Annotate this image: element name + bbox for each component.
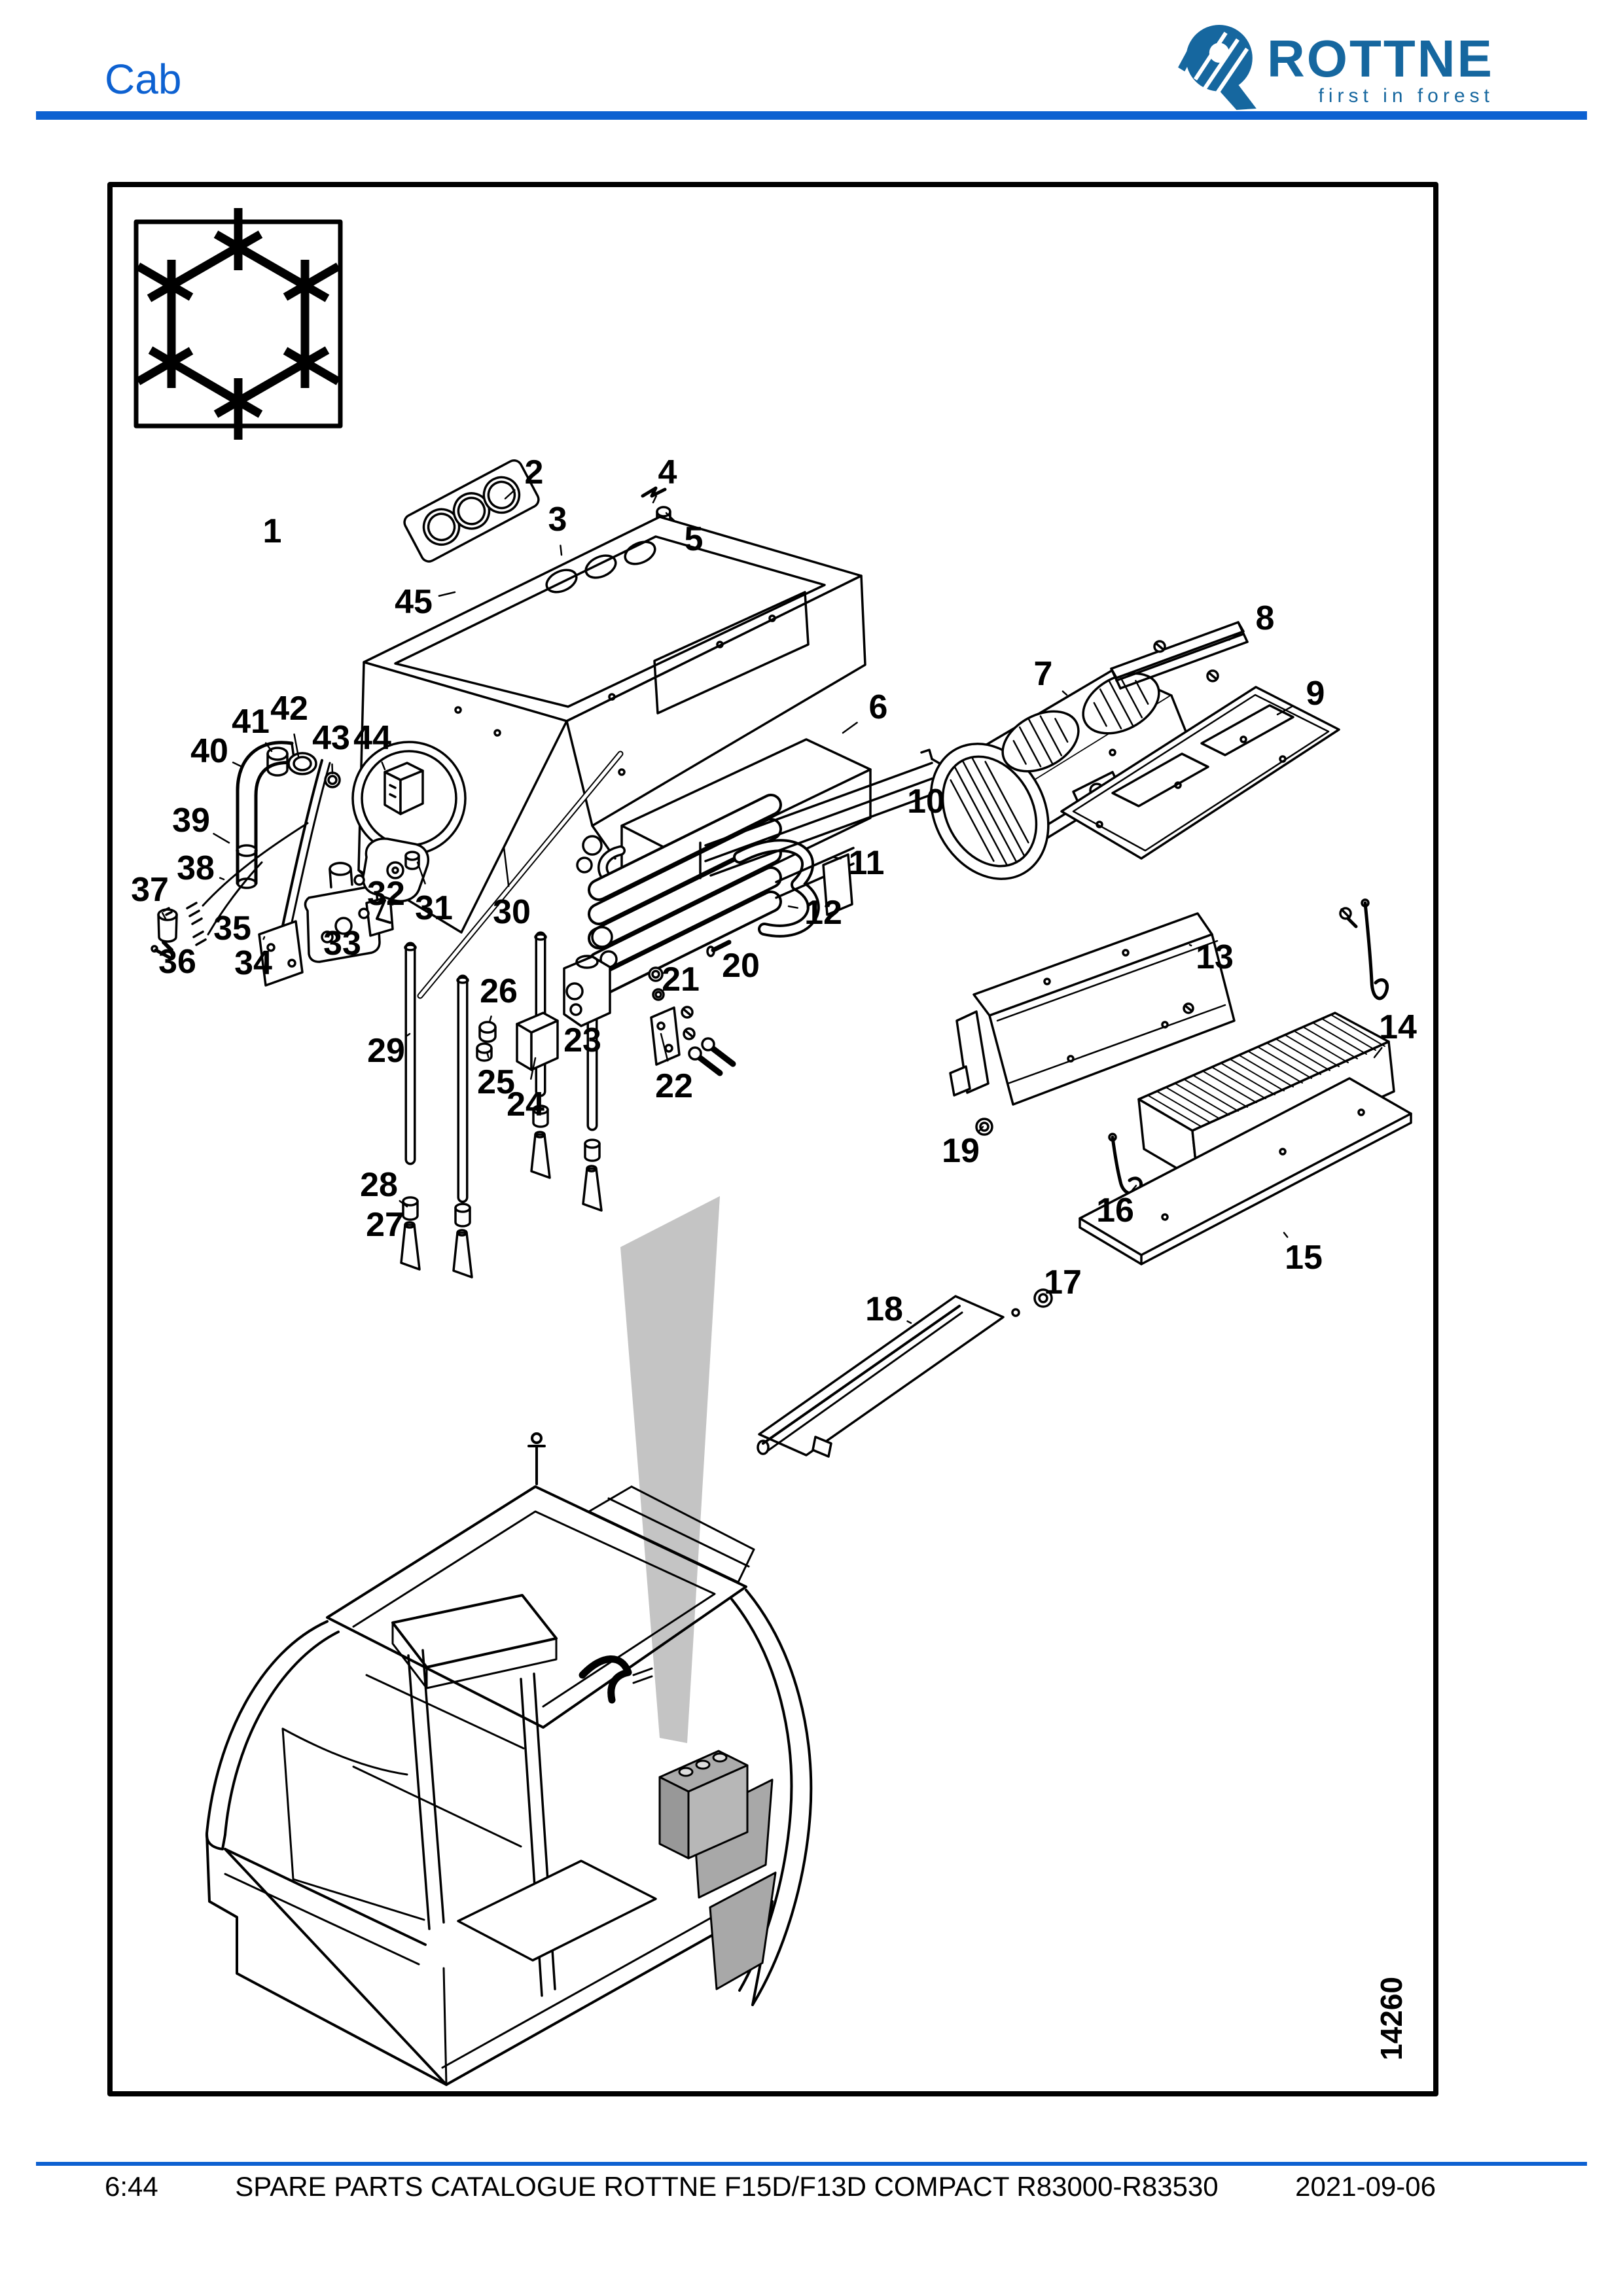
part-hose-cluster [151, 741, 429, 987]
part-rail-strip [1110, 621, 1249, 690]
footer-title: SPARE PARTS CATALOGUE ROTTNE F15D/F13D C… [235, 2171, 1219, 2202]
figure-border [107, 182, 1438, 2096]
header-rule [36, 111, 1587, 120]
part-floor-plate [757, 1295, 1005, 1458]
footer-date: 2021-09-06 [1295, 2171, 1436, 2202]
part-small-fasteners [648, 940, 736, 1076]
part-vent-gasket [403, 459, 540, 563]
part-side-panel [1079, 1077, 1412, 1265]
snowflake-icon [134, 208, 343, 440]
part-mounting-channel [699, 749, 942, 916]
callout-leader-lines [161, 489, 1383, 1324]
filter-pleats [1147, 1014, 1385, 1127]
part-cover-tray [1060, 686, 1340, 860]
figure-number: 14260 [1374, 1977, 1408, 2060]
part-expansion-valve [476, 955, 611, 1071]
part-evaporator [588, 794, 820, 998]
part-filter-housing [949, 912, 1236, 1136]
locator-wedge [620, 1196, 720, 1743]
part-blower-assembly [929, 668, 1190, 880]
logo-brand: ROTTNE [1267, 29, 1494, 88]
cab-heater-unit [658, 1750, 749, 1860]
rottne-logo: ROTTNE first in forest [1175, 24, 1494, 111]
footer-page-number: 6:44 [105, 2171, 158, 2202]
page-title: Cab [105, 56, 182, 103]
cab-frame [205, 1432, 813, 2086]
footer-rule [36, 2162, 1587, 2166]
part-support-rod [417, 751, 624, 999]
logo-tagline: first in forest [1318, 85, 1494, 107]
part-heater-box [351, 516, 866, 934]
rottne-logo-mark-icon [1178, 25, 1257, 110]
footer: 6:44 SPARE PARTS CATALOGUE ROTTNE F15D/F… [105, 2171, 1436, 2202]
